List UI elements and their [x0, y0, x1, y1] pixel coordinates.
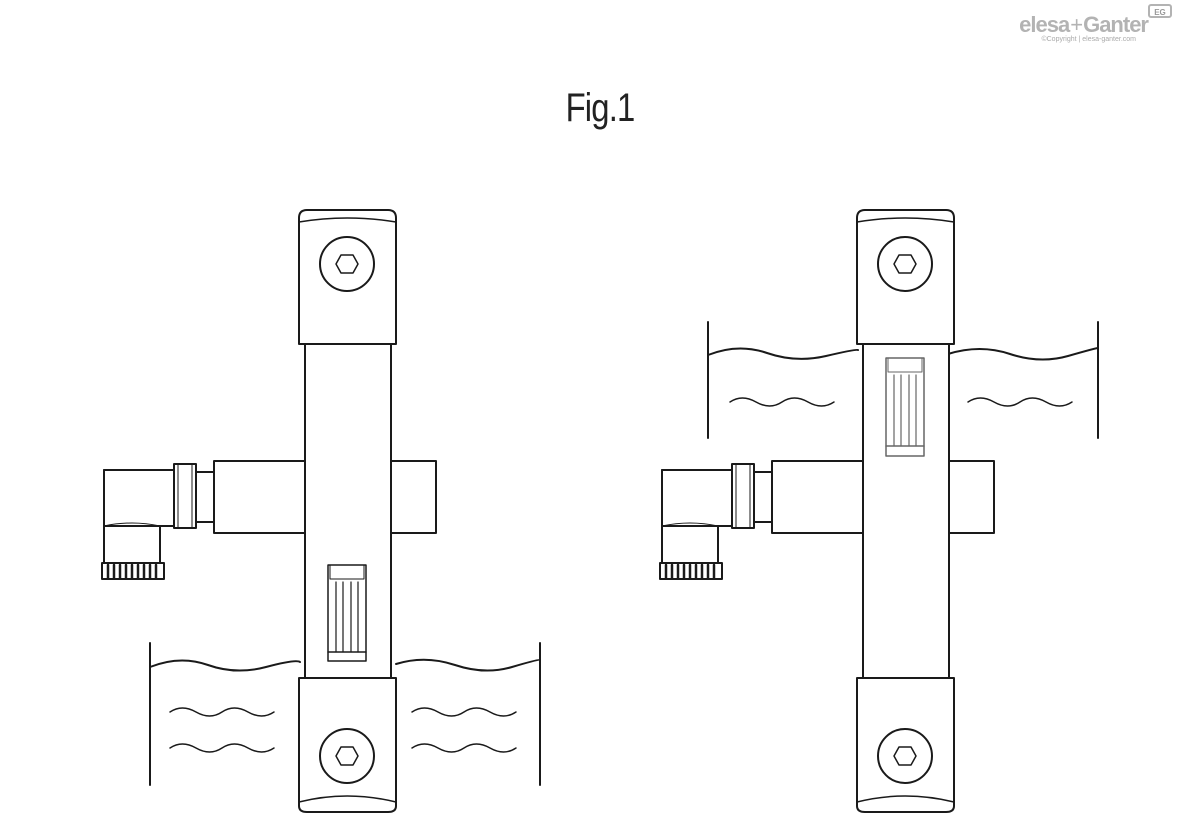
left-wave: [411, 743, 517, 753]
right-side-block: [947, 460, 995, 534]
right-liquid: [707, 321, 1099, 439]
left-bottom-mount: [298, 677, 397, 813]
right-connector: [659, 460, 995, 580]
right-nut: [731, 463, 755, 529]
left-liquid-surface-left: [149, 659, 301, 672]
left-bottom-block: [298, 677, 397, 813]
right-diagram: [659, 209, 1099, 813]
right-wave: [729, 397, 835, 407]
elesa-ganter-logo: elesa+Ganter EG ©Copyright | elesa-gante…: [1000, 4, 1180, 48]
left-wave: [169, 743, 275, 753]
right-top-hex-icon: [893, 254, 917, 274]
right-float-body: [885, 357, 925, 457]
right-liquid-surface-right: [947, 347, 1099, 361]
left-liquid: [149, 642, 541, 786]
right-bottom-mount: [856, 677, 955, 813]
left-bottom-curve: [298, 795, 397, 803]
right-nut-collar: [753, 471, 773, 523]
right-gland-knurl: [664, 563, 716, 580]
right-plug-curve: [661, 522, 719, 527]
left-float-cap: [329, 564, 365, 580]
left-float: [327, 564, 367, 662]
left-plug-body: [103, 469, 175, 527]
left-top-screw-head: [319, 236, 375, 292]
brand-wordmark: elesa+Ganter: [1019, 12, 1149, 38]
brand-plus: +: [1070, 12, 1083, 37]
left-connector: [101, 460, 437, 580]
right-bottom-curve: [856, 795, 955, 803]
brand-copyright: ©Copyright | elesa-ganter.com: [1041, 36, 1136, 43]
brand-tag-icon: EG: [1148, 4, 1172, 18]
left-top-block: [298, 209, 397, 345]
left-nut-collar: [195, 471, 215, 523]
left-bottom-hex-icon: [335, 746, 359, 766]
right-float-cap: [887, 357, 923, 373]
right-float: [885, 357, 925, 457]
right-bottom-screw-head: [877, 728, 933, 784]
right-top-mount: [856, 209, 955, 345]
right-housing: [771, 460, 865, 534]
left-nut: [173, 463, 197, 529]
left-plug-curve: [103, 522, 161, 527]
right-bottom-block: [856, 677, 955, 813]
left-top-mount: [298, 209, 397, 345]
right-liquid-surface-left: [707, 347, 859, 360]
right-top-block: [856, 209, 955, 345]
left-gland-knurl: [106, 563, 158, 580]
left-top-hex-icon: [335, 254, 359, 274]
left-plug-leg: [103, 469, 161, 564]
right-plug-leg: [661, 469, 719, 564]
left-side-block: [389, 460, 437, 534]
left-top-curve: [298, 217, 397, 223]
brand-name-part1: elesa: [1019, 12, 1070, 37]
brand-name-part2: Ganter: [1083, 12, 1149, 37]
left-wave: [411, 707, 517, 717]
figure-title: Fig.1: [565, 86, 636, 130]
left-housing: [213, 460, 307, 534]
right-top-screw-head: [877, 236, 933, 292]
left-liquid-surface-right: [395, 658, 541, 672]
right-wave: [967, 397, 1073, 407]
left-bottom-screw-head: [319, 728, 375, 784]
right-plug-body: [661, 469, 733, 527]
right-bottom-hex-icon: [893, 746, 917, 766]
left-wave: [169, 707, 275, 717]
right-top-curve: [856, 217, 955, 223]
left-diagram: [101, 209, 541, 813]
